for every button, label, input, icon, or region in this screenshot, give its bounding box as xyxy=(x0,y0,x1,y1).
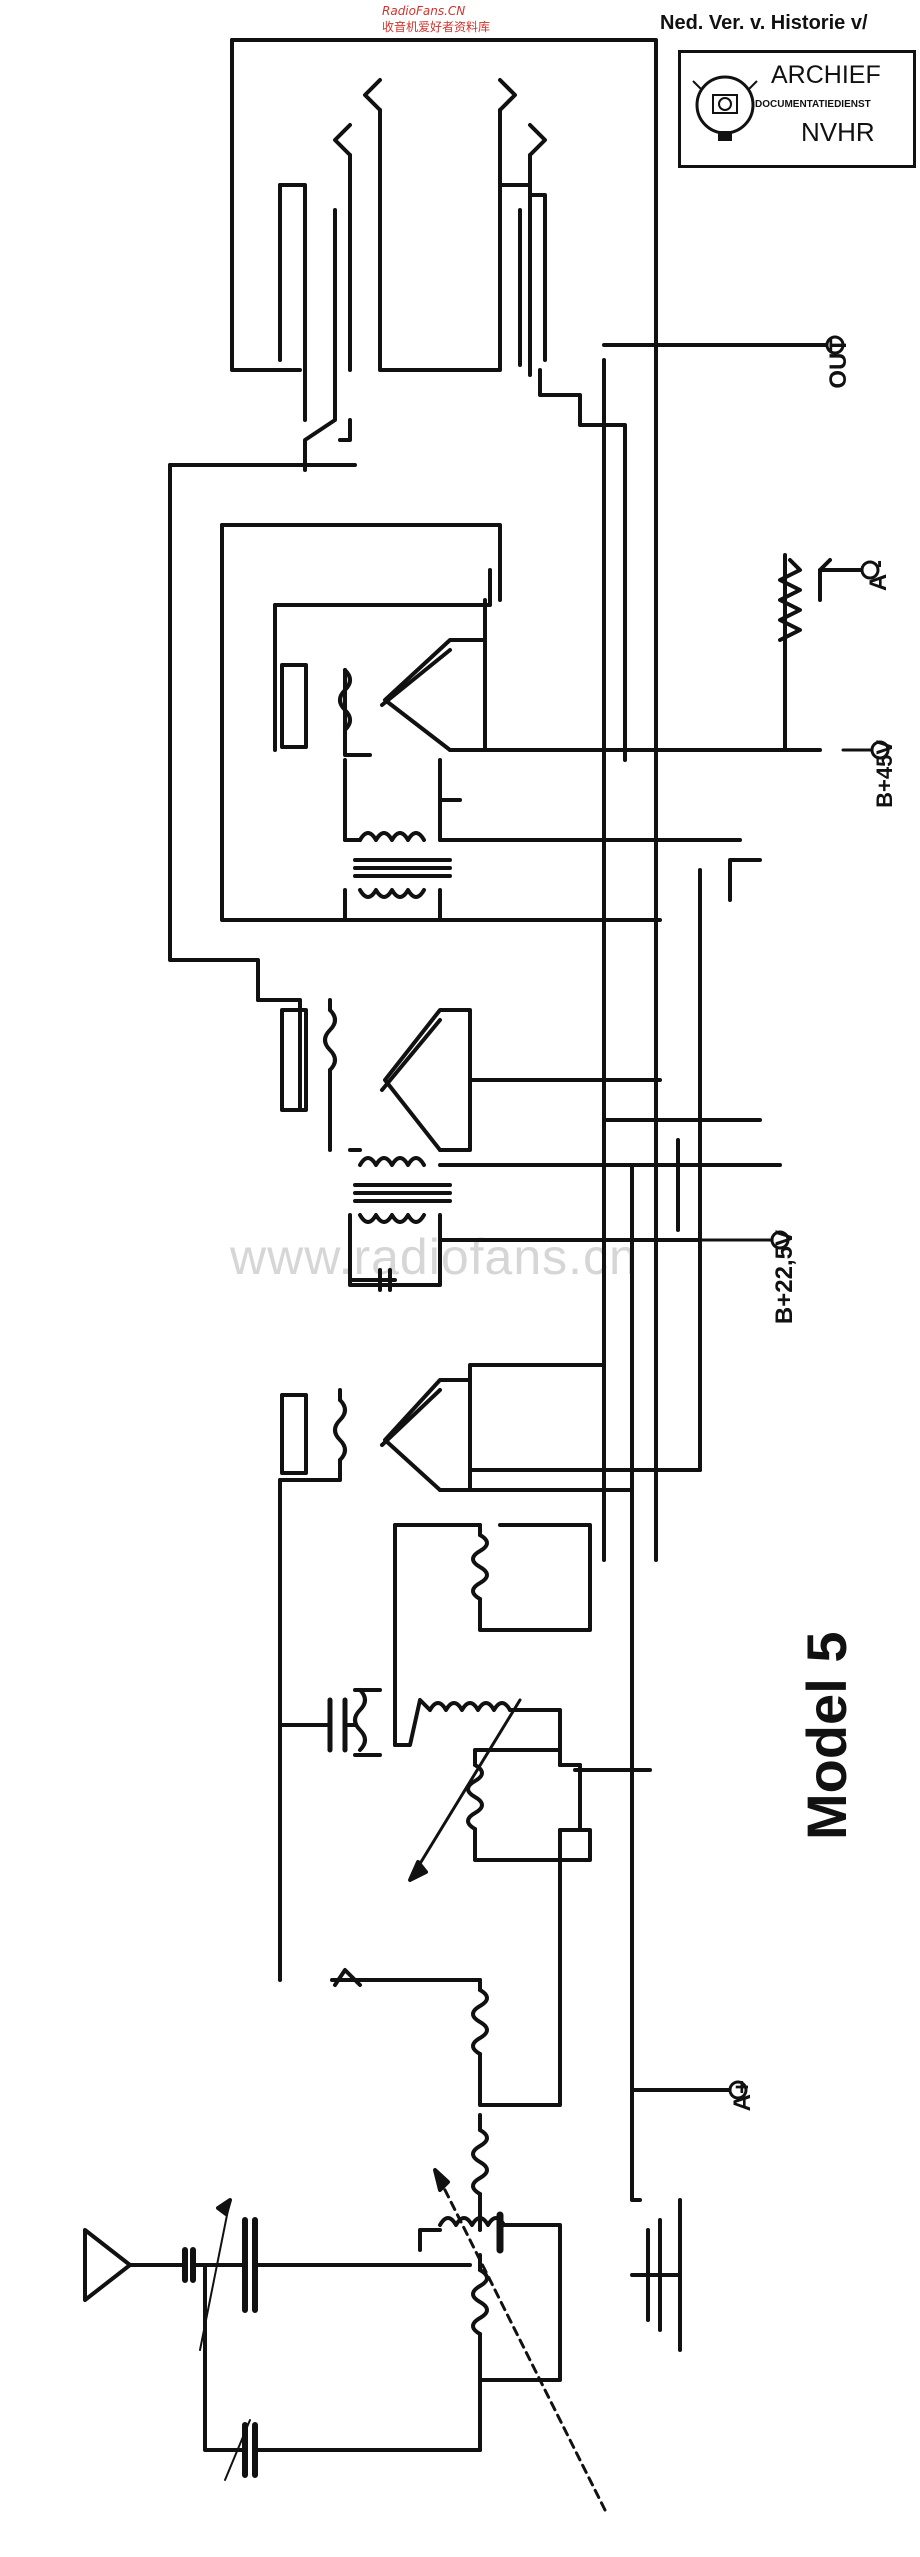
output-section xyxy=(230,38,832,762)
archive-organisation-header: Ned. Ver. v. Historie v/ xyxy=(660,12,868,34)
stamp-code: NVHR xyxy=(801,117,875,147)
label-b-plus-22: B+22,5V xyxy=(771,1230,798,1324)
stage-3 xyxy=(168,463,822,1002)
terminal-a-plus xyxy=(728,2080,748,2100)
stamp-subtitle: DOCUMENTATIEDIENST xyxy=(755,99,871,110)
terminal-out xyxy=(825,335,845,355)
label-a-plus: A+ xyxy=(729,2080,756,2111)
terminal-a-minus xyxy=(860,560,880,580)
source-site-subtitle: 收音机爱好者资料库 xyxy=(382,20,491,34)
label-b-plus-45: B+45V xyxy=(872,740,897,808)
antenna-section xyxy=(83,2198,482,2481)
archive-stamp: ARCHIEF DOCUMENTATIEDIENST NVHR xyxy=(678,50,916,168)
rheostat xyxy=(778,553,862,752)
bus-lines xyxy=(602,328,702,2092)
stamp-title: ARCHIEF xyxy=(771,61,881,89)
label-a-minus: A - xyxy=(865,560,892,591)
archive-logo-icon xyxy=(692,75,758,141)
schematic-title: Model 5 xyxy=(795,1632,858,1840)
rf-section xyxy=(278,1523,652,2512)
source-site-label: RadioFans.CN xyxy=(382,4,466,18)
stage-1 xyxy=(278,1363,702,1982)
stage-2 xyxy=(256,998,782,1292)
label-out: OUT xyxy=(825,338,852,389)
power-ground xyxy=(630,2088,732,2352)
terminals xyxy=(698,335,890,2100)
